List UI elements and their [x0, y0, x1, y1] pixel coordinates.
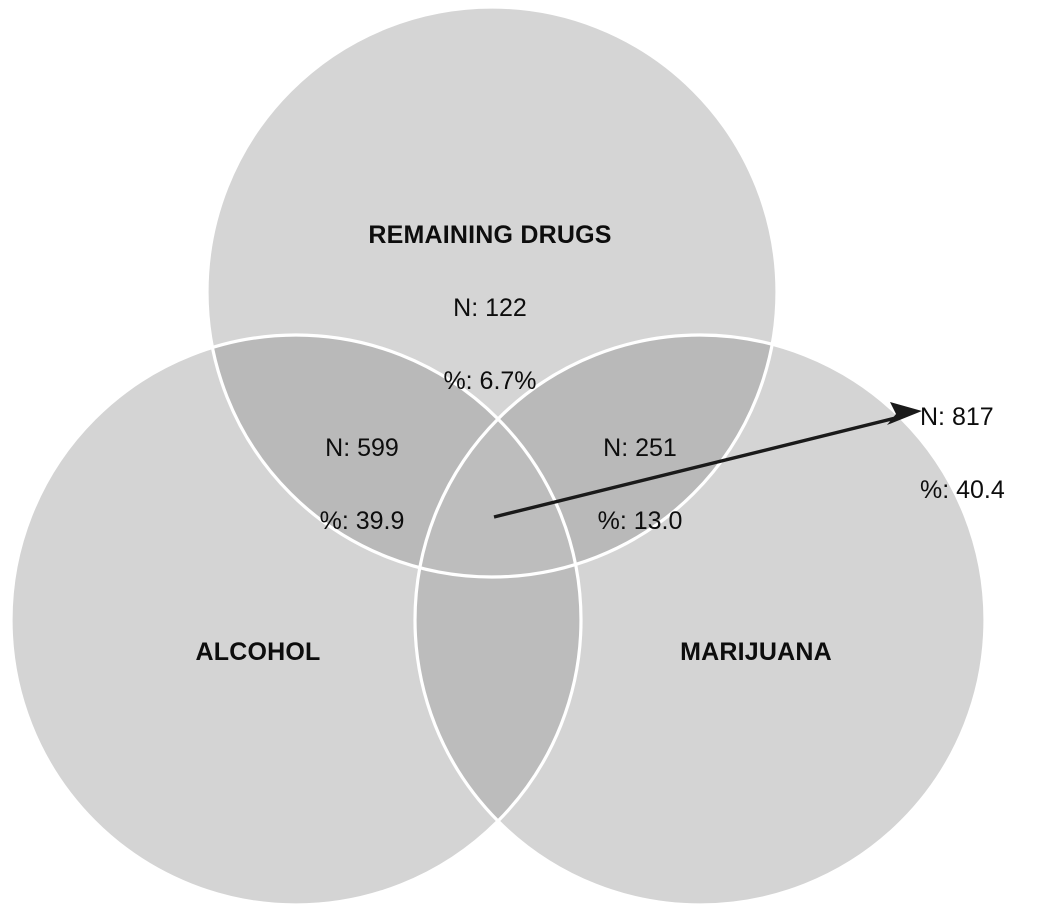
intersection-alcohol-remaining-block: N: 599 %: 39.9 [222, 391, 502, 578]
intersection-marijuana-remaining-count: N: 251 [603, 433, 677, 462]
set-label-remaining-drugs-block: REMAINING DRUGS N: 122 %: 6.7% [290, 178, 690, 438]
intersection-alcohol-remaining-percent: %: 39.9 [319, 506, 405, 535]
overlap-remaining-alcohol [207, 335, 581, 577]
intersection-marijuana-remaining-percent: %: 13.0 [597, 506, 683, 535]
callout-percent: %: 40.4 [920, 475, 1005, 504]
callout-arrow [493, 402, 922, 519]
callout-count: N: 817 [920, 402, 994, 431]
outline-alcohol [9, 333, 583, 907]
set-count-remaining-drugs: N: 122 [453, 293, 527, 322]
set-label-alcohol: ALCOHOL [195, 638, 321, 666]
set-percent-remaining-drugs: %: 6.7% [443, 366, 537, 395]
outline-remaining-drugs [205, 5, 779, 579]
overlap-remaining-marijuana [415, 335, 777, 577]
intersection-alcohol-remaining-count: N: 599 [325, 433, 399, 462]
callout-label-block: N: 817 %: 40.4 [920, 360, 1048, 547]
set-label-remaining-drugs: REMAINING DRUGS [368, 220, 612, 249]
outline-marijuana [413, 333, 987, 907]
intersection-marijuana-remaining-block: N: 251 %: 13.0 [500, 391, 780, 578]
set-label-marijuana: MARIJUANA [680, 638, 832, 666]
